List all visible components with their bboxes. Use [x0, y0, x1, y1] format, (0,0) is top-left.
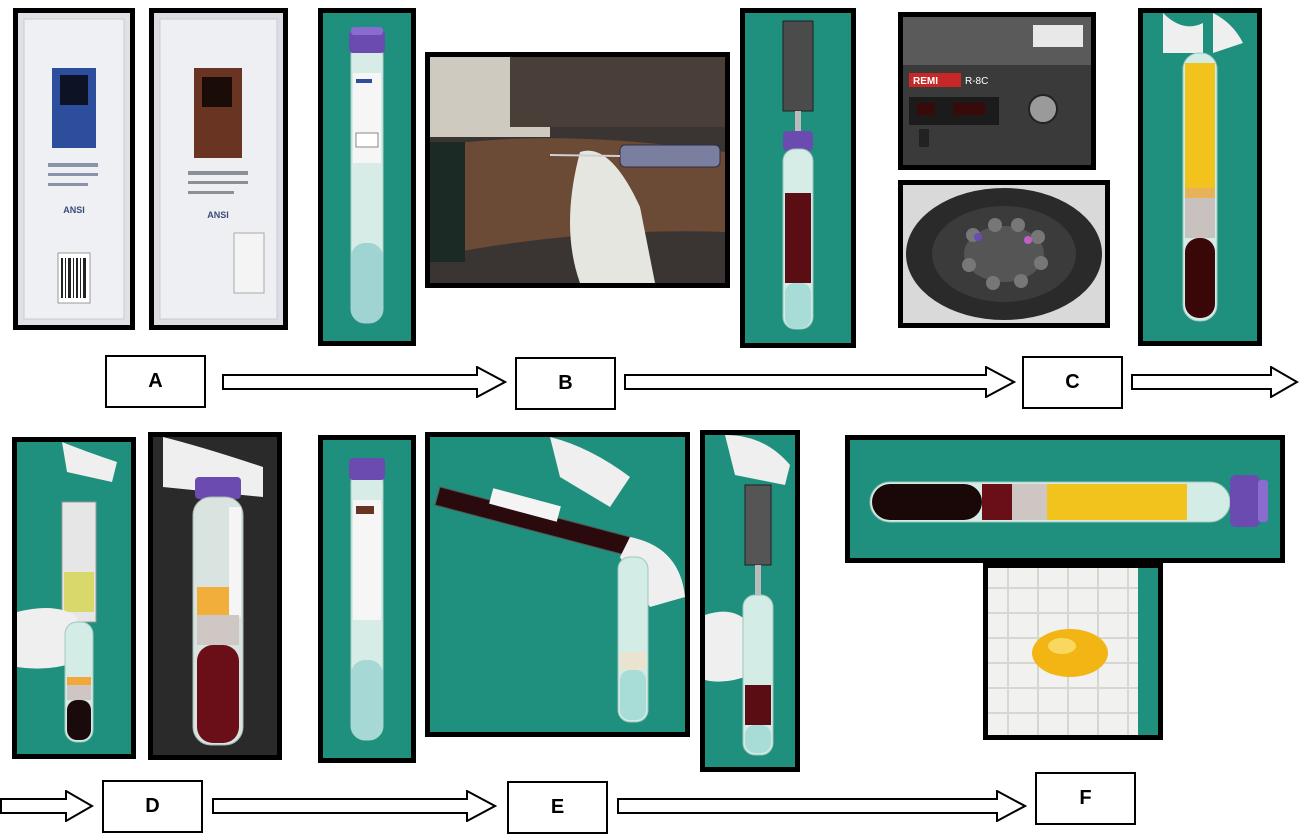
- separated-tube-photo: [1138, 8, 1262, 346]
- step-f-box: F: [1035, 772, 1136, 825]
- prf-clot-photo: [983, 563, 1163, 740]
- kit-pack-photo-2: ANSI: [149, 8, 288, 330]
- blood-draw-photo: [425, 52, 730, 288]
- centrifuge-photo: REMI R-8C: [898, 12, 1096, 170]
- centrifuge-brand: REMI: [913, 76, 938, 87]
- step-d-box: D: [102, 780, 203, 833]
- tube-transfer-photo: [425, 432, 690, 737]
- empty-tube-photo: [318, 8, 416, 346]
- step-d-label: D: [145, 795, 160, 817]
- kit-brand-label-1: ANSI: [63, 205, 85, 215]
- step-c-label: C: [1065, 371, 1080, 393]
- step-b-box: B: [515, 357, 616, 410]
- step-c-box: C: [1022, 356, 1123, 409]
- kit-pack-photo-1: ANSI: [13, 8, 135, 330]
- horizontal-tube-photo: [845, 435, 1285, 563]
- rotor-photo: [898, 180, 1110, 328]
- step-f-label: F: [1079, 787, 1092, 809]
- prf-collection-photo: [700, 430, 800, 772]
- arrow-a-to-b: [222, 366, 507, 398]
- arrow-c-continue: [1131, 366, 1299, 398]
- arrow-b-to-c: [624, 366, 1016, 398]
- plasma-aspiration-photo: [12, 437, 136, 759]
- arrow-e-to-f: [617, 790, 1027, 822]
- step-a-box: A: [105, 355, 206, 408]
- second-empty-tube-photo: [318, 435, 416, 763]
- arrow-into-d: [0, 790, 94, 822]
- buffy-coat-tube-photo: [148, 432, 282, 760]
- arrow-d-to-e: [212, 790, 497, 822]
- step-a-label: A: [148, 370, 163, 392]
- step-b-label: B: [558, 372, 573, 394]
- kit-brand-label-2: ANSI: [207, 210, 229, 220]
- step-e-box: E: [507, 781, 608, 834]
- transfer-to-tube-photo: [740, 8, 856, 348]
- step-e-label: E: [550, 796, 565, 818]
- centrifuge-model: R-8C: [965, 76, 988, 87]
